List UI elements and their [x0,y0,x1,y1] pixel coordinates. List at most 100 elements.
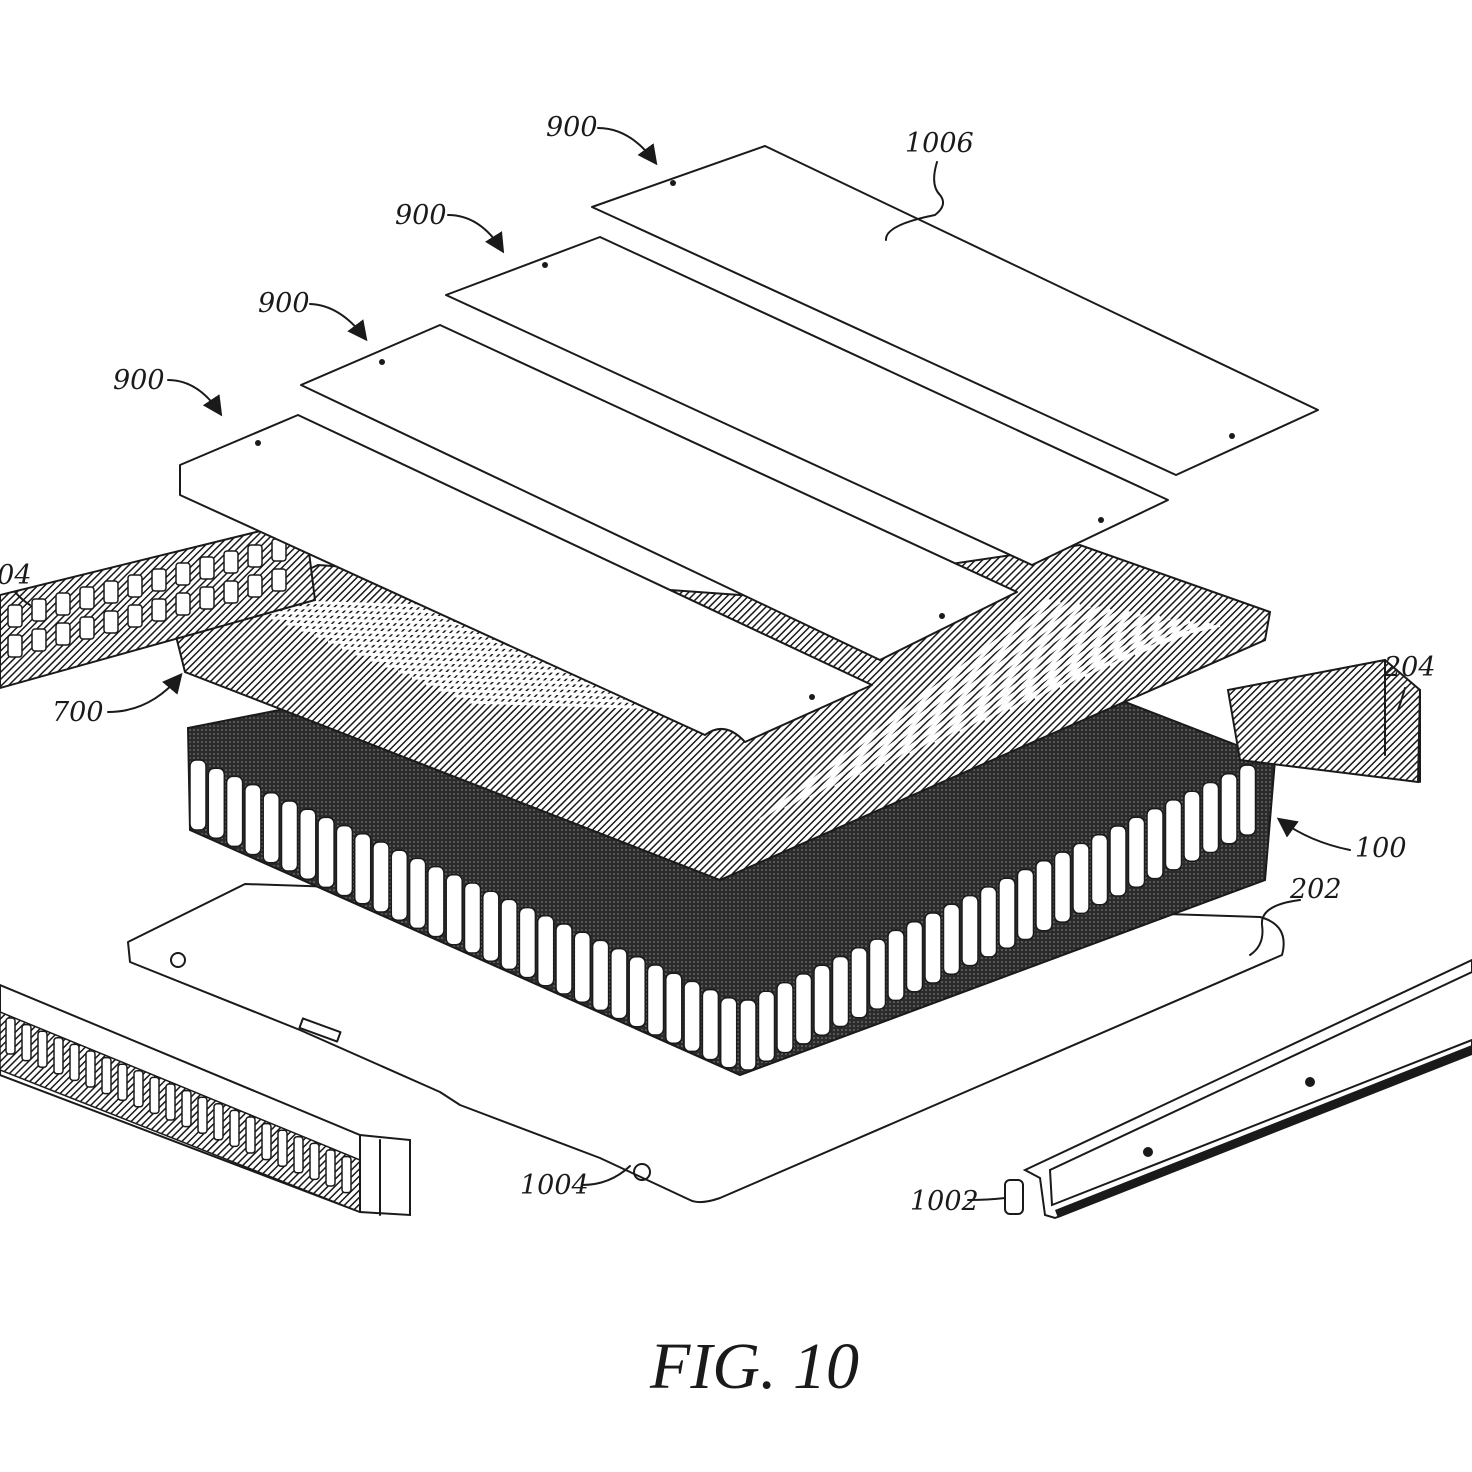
battery-cell [317,816,335,889]
cell-array [186,698,1277,1077]
rail-slot [101,1056,112,1095]
battery-cell [868,938,887,1010]
battery-cell [1146,807,1164,880]
wall-window [247,574,263,598]
rail-slot [69,1043,80,1082]
wall-window [127,604,143,628]
rail-slot [37,1030,48,1068]
rail-slot [245,1116,256,1154]
battery-cell [998,877,1016,949]
label-rail-fastener: 1002 [910,1186,979,1217]
busbar-slot [884,606,1101,767]
wall-window [127,574,143,598]
label-base-plate: 202 [1289,874,1342,905]
battery-cell [408,857,427,930]
battery-cell [905,920,924,993]
battery-cell [1183,790,1201,862]
cover-plate-4 [179,414,873,743]
busbar-slot [1159,622,1211,646]
busbar-slot [1084,618,1181,679]
battery-cell [372,841,390,913]
busbar-slot [809,601,1071,800]
busbar-slot [759,598,1051,822]
end-rail-left [0,983,411,1217]
battery-cell [850,947,868,1019]
rail-slot [5,1017,16,1055]
label-plate-2: 900 [395,200,447,231]
battery-cell [518,906,537,979]
wall-window [247,544,263,568]
battery-cell [961,894,979,967]
busbar-slot [834,603,1081,789]
battery-cell [1164,799,1183,871]
rail-slot [229,1109,240,1148]
rail-slot [133,1070,144,1108]
wall-window [151,568,167,592]
battery-cell [463,882,482,954]
battery-cell [299,808,317,880]
end-rail-right [1004,958,1472,1220]
wall-window [175,562,191,586]
rail-fastener [1004,1179,1024,1215]
battery-cell [1072,842,1090,915]
rail-slot [261,1122,272,1161]
battery-cell [536,915,555,987]
cell-column-row-left [189,759,738,1069]
battery-cell [924,912,942,984]
wall-window [79,586,95,610]
battery-cell [1053,851,1072,923]
battery-cell [701,988,720,1061]
rail-slot [213,1103,224,1141]
label-side-wall-left: 204 [0,560,32,591]
rail-slot [181,1089,192,1128]
battery-cell [719,997,738,1069]
rail-slot [21,1023,32,1062]
battery-cell [1035,860,1053,932]
battery-cell [262,792,280,864]
battery-cell [610,947,628,1020]
label-plate-4: 900 [113,365,165,396]
battery-cell [1127,816,1146,889]
wall-window [31,598,47,622]
battery-cell [427,865,445,938]
battery-cell [573,931,592,1003]
busbar-slot [1134,621,1201,657]
battery-cell [757,990,776,1063]
busbar-slot [859,604,1091,778]
rail-slot [325,1149,336,1187]
battery-cell [500,898,518,971]
battery-cell [683,980,701,1053]
rail-slot [117,1063,128,1101]
battery-cell [207,767,226,839]
battery-cell [979,886,998,958]
wall-window [151,598,167,622]
rail-slot [165,1083,176,1121]
cover-plate-top [591,145,1319,476]
battery-cell [591,939,610,1012]
base-fastener-left [170,952,186,968]
busbar-slot [1059,616,1171,690]
wall-window [271,568,287,592]
battery-cell [942,903,961,976]
busbar-slot [1009,613,1151,712]
battery-cell [555,923,573,995]
wall-window [199,556,215,580]
battery-cell [646,964,665,1036]
wall-window [55,592,71,616]
label-plate-3: 900 [258,288,310,319]
busbar-slot [909,607,1111,756]
rail-slot [293,1136,304,1174]
side-wall-left-windows [7,538,287,658]
wall-window [223,550,239,574]
cell-column-row-right [739,764,1257,1071]
battery-cell [353,833,372,905]
side-wall-right [1226,658,1422,784]
battery-cell [1201,781,1220,854]
busbar-slot [1109,619,1191,668]
battery-cell [482,890,500,962]
wall-window [7,634,23,658]
wall-window [55,622,71,646]
battery-cell [280,800,299,872]
